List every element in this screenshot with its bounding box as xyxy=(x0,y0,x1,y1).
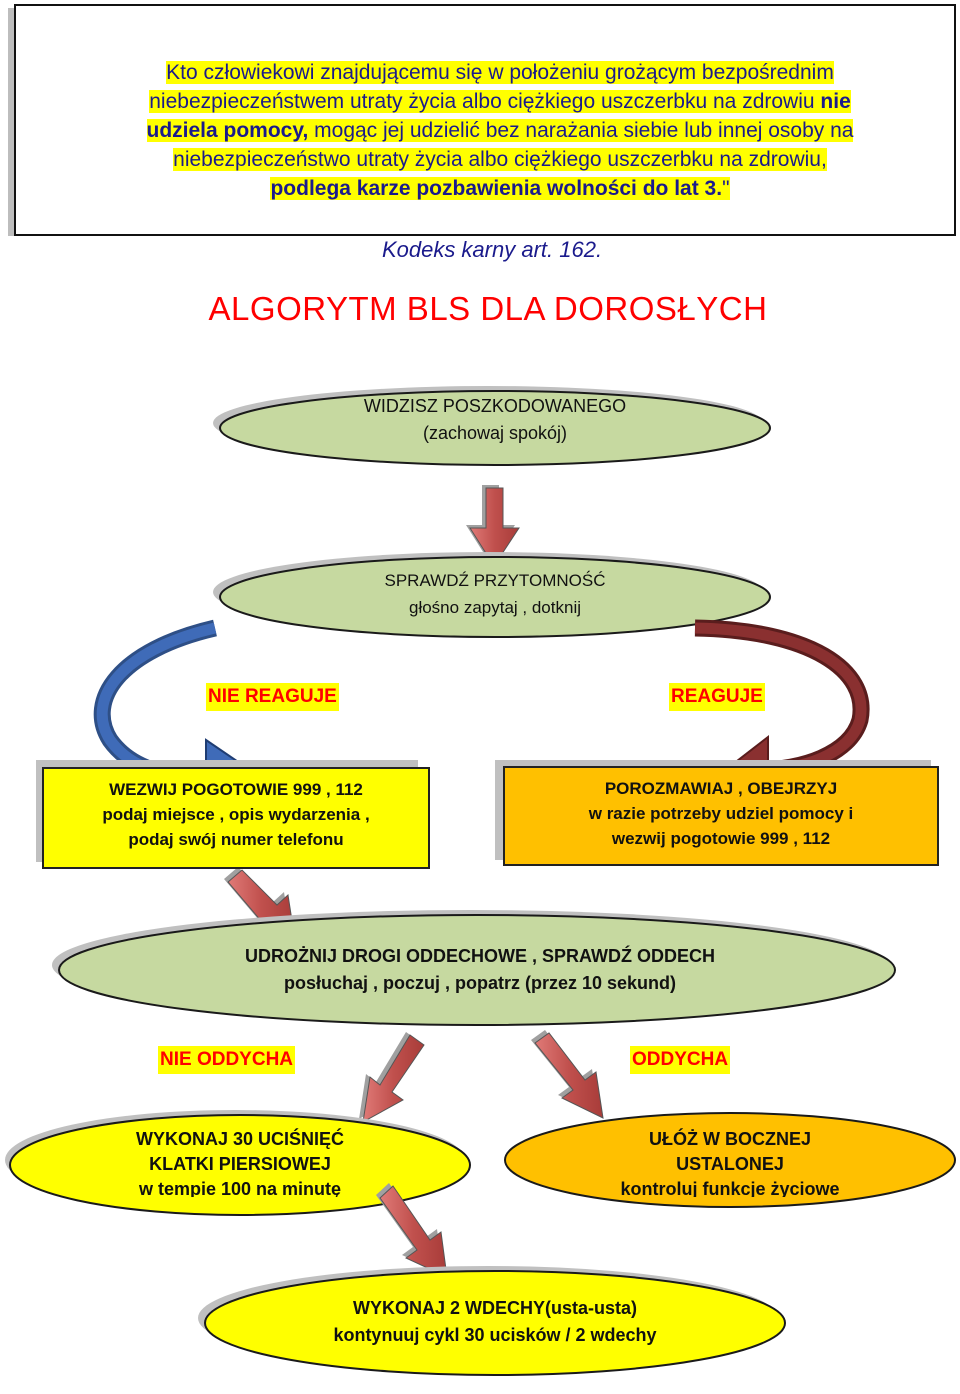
step-compressions-line1: WYKONAJ 30 UCIŚNIĘĆ xyxy=(135,1129,345,1149)
step-recovery-line2: USTALONEJ xyxy=(676,1154,784,1174)
label-not-responding: NIE REAGUJE xyxy=(206,683,339,711)
label-breathing: ODDYCHA xyxy=(630,1046,731,1074)
call-ambulance-line2: podaj miejsce , opis wydarzenia , xyxy=(102,805,370,824)
step-breaths-line2: kontynuuj cykl 30 ucisków / 2 wdechy xyxy=(333,1325,657,1345)
label-responding: REAGUJE xyxy=(669,683,765,711)
step-see-victim: WIDZISZ POSZKODOWANEGO (zachowaj spokój) xyxy=(220,393,770,447)
quote-line-5-end: " xyxy=(722,177,730,200)
rect-call-ambulance: WEZWIJ POGOTOWIE 999 , 112 podaj miejsce… xyxy=(42,767,430,869)
arrow-diag-compressions-to-breaths xyxy=(376,1183,448,1278)
step-recovery-line3: kontroluj funkcje życiowe xyxy=(620,1179,840,1197)
ellipse-breaths xyxy=(204,1270,786,1376)
step-breaths: WYKONAJ 2 WDECHY(usta-usta) kontynuuj cy… xyxy=(235,1295,755,1349)
step-compressions-line3: w tempie 100 na minutę xyxy=(138,1179,342,1197)
talk-observe-line3: wezwij pogotowie 999 , 112 xyxy=(611,829,831,848)
step-recovery: UŁÓŻ W BOCZNEJ USTALONEJ kontroluj funkc… xyxy=(560,1127,900,1197)
step-compressions: WYKONAJ 30 UCIŚNIĘĆ KLATKI PIERSIOWEJ w … xyxy=(60,1127,420,1197)
step-airway: UDROŻNIJ DROGI ODDECHOWE , SPRAWDŹ ODDEC… xyxy=(140,943,820,997)
arrow-down-1 xyxy=(466,485,520,567)
quote-line-4: niebezpieczeństwo utraty życia albo cięż… xyxy=(173,148,827,171)
step-see-victim-line2: (zachowaj spokój) xyxy=(422,423,568,443)
rect-talk-observe: POROZMAWIAJ , OBEJRZYJ w razie potrzeby … xyxy=(503,766,939,866)
quote-line-2-bold: nie xyxy=(820,90,851,113)
step-breaths-line1: WYKONAJ 2 WDECHY(usta-usta) xyxy=(352,1298,638,1318)
quote-line-2: niebezpieczeństwem utraty życia albo cię… xyxy=(149,90,821,113)
quote-text: Kto człowiekowi znajdującemu się w położ… xyxy=(60,58,940,203)
quote-line-3: mogąc jej udzielić bez narażania siebie … xyxy=(308,119,854,142)
arrow-diag-breathing xyxy=(531,1030,604,1119)
arrow-diag-not-breathing xyxy=(359,1032,425,1123)
step-check-consciousness-line1: SPRAWDŹ PRZYTOMNOŚĆ xyxy=(384,571,606,590)
ellipse-recovery xyxy=(504,1112,956,1208)
ellipse-check-consciousness xyxy=(219,556,771,638)
talk-observe-line2: w razie potrzeby udziel pomocy i xyxy=(588,804,854,823)
ellipse-compressions xyxy=(9,1114,471,1216)
step-check-consciousness-line2: głośno zapytaj , dotknij xyxy=(409,598,581,617)
call-ambulance-line1: WEZWIJ POGOTOWIE 999 , 112 xyxy=(109,780,363,799)
quote-line-1: Kto człowiekowi znajdującemu się w położ… xyxy=(166,61,834,84)
step-see-victim-line1: WIDZISZ POSZKODOWANEGO xyxy=(363,396,627,416)
step-airway-line1: UDROŻNIJ DROGI ODDECHOWE , SPRAWDŹ ODDEC… xyxy=(244,946,715,966)
page-title: ALGORYTM BLS DLA DOROSŁYCH xyxy=(208,290,768,327)
step-compressions-line2: KLATKI PIERSIOWEJ xyxy=(149,1154,331,1174)
step-recovery-line1: UŁÓŻ W BOCZNEJ xyxy=(649,1129,811,1149)
step-airway-line2: posłuchaj , poczuj , popatrz (przez 10 s… xyxy=(283,973,677,993)
talk-observe-line1: POROZMAWIAJ , OBEJRZYJ xyxy=(604,779,838,798)
ellipse-airway xyxy=(58,914,896,1026)
label-not-breathing: NIE ODDYCHA xyxy=(158,1046,296,1074)
call-ambulance-line3: podaj swój numer telefonu xyxy=(128,830,344,849)
ellipse-see-victim xyxy=(219,390,771,466)
step-check-consciousness: SPRAWDŹ PRZYTOMNOŚĆ głośno zapytaj , dot… xyxy=(220,567,770,621)
quote-line-5-bold: podlega karze pozbawienia wolności do la… xyxy=(270,177,723,200)
source-citation: Kodeks karny art. 162. xyxy=(381,237,603,262)
quote-line-3-bold: udziela pomocy, xyxy=(146,119,309,142)
